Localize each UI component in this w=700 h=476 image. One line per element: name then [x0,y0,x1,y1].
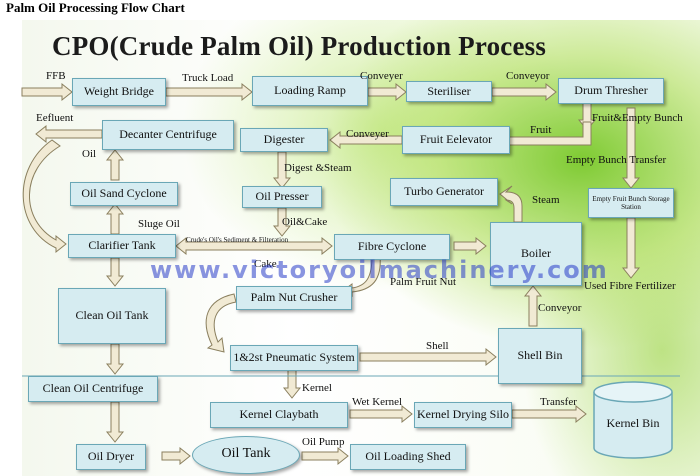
box-kernel-claybath: Kernel Claybath [210,402,348,428]
label-digest-steam: Digest &Steam [284,162,352,174]
arrow-crusher-pneumatic [206,294,236,352]
arrow-ramp-steriliser [368,84,406,100]
arrow-ffb [22,84,72,100]
label-empty-bunch-transfer: Empty Bunch Transfer [566,154,666,166]
arrow-fibre-boiler [454,238,486,254]
label-oil-cake: Oil&Cake [282,216,327,228]
box-steriliser: Steriliser [406,81,492,102]
box-pneumatic-system: 1&2st Pneumatic System [230,345,358,371]
arrow-decanter-oil [23,140,66,252]
kernel-bin-shape: Kernel Bin [592,380,674,460]
box-drum-thresher: Drum Thresher [558,78,664,104]
arrow-dryer-tank [162,448,190,464]
box-oil-presser: Oil Presser [242,186,322,208]
arrow-tank-shed [302,448,348,464]
box-decanter-centrifuge: Decanter Centrifuge [102,120,234,150]
oil-tank-shape: Oil Tank [192,436,300,474]
label-ffb: FFB [46,70,66,82]
label-sediment-filtration: Crude's Oil's Sediment & Filteration [186,236,288,244]
box-oil-sand-cyclone: Oil Sand Cyclone [70,182,178,206]
label-eefluent: Eefluent [36,112,73,124]
label-oil: Oil [82,148,96,160]
box-oil-loading-shed: Oil Loading Shed [350,444,466,470]
box-clarifier-tank: Clarifier Tank [68,234,176,258]
label-shell: Shell [426,340,449,352]
box-kernel-drying-silo: Kernel Drying Silo [414,402,512,428]
label-wet-kernel: Wet Kernel [352,396,402,408]
label-fruit-empty-bunch: Fruit&Empty Bunch [592,112,683,124]
arrow-clean-centrifuge [107,344,123,374]
label-sluge-oil: Sluge Oil [138,218,180,230]
arrow-clarifier-clean [107,258,123,286]
box-clean-oil-centrifuge: Clean Oil Centrifuge [28,376,158,402]
box-clean-oil-tank: Clean Oil Tank [58,288,166,344]
box-palm-nut-crusher: Palm Nut Crusher [236,286,352,310]
label-kernel: Kernel [302,382,332,394]
box-turbo-generator: Turbo Generator [390,178,498,206]
label-oil-pump: Oil Pump [302,436,344,448]
box-oil-dryer: Oil Dryer [76,444,146,470]
box-loading-ramp: Loading Ramp [252,76,368,106]
label-conveyer-3: Conveyer [346,128,389,140]
arrow-efb-down [623,218,639,278]
label-conveyer-1: Conveyer [360,70,403,82]
arrow-pneumatic-kernel [284,370,300,398]
arrow-steriliser-thresher [492,84,556,100]
arrow-sand-decanter [107,150,123,180]
diagram-heading: CPO(Crude Palm Oil) Production Process [52,31,546,62]
label-conveyor-4: Conveyor [538,302,581,314]
arrow-silo-bin [512,406,586,422]
label-conveyor-2: Conveyor [506,70,549,82]
arrow-claybath-silo [350,406,412,422]
watermark: www.victoryoilmachinery.com [150,256,609,284]
arrow-eefluent [36,126,102,142]
arrow-centrifuge-dryer [107,402,123,442]
box-fruit-elevator: Fruit Eelevator [402,126,510,154]
box-efb-storage: Empty Fruit Bunch Storage Station [588,188,674,218]
label-steam: Steam [532,194,560,206]
label-fruit: Fruit [530,124,551,136]
arrow-clarifier-sand [107,204,123,234]
box-weight-bridge: Weight Bridge [72,78,166,106]
label-truck-load: Truck Load [182,72,233,84]
label-transfer: Transfer [540,396,577,408]
kernel-bin-label: Kernel Bin [592,416,674,431]
box-digester: Digester [240,128,328,152]
arrow-truck-load [166,84,252,100]
box-shell-bin: Shell Bin [498,328,582,384]
arrow-steam [500,186,522,222]
oil-tank-label: Oil Tank [193,446,299,462]
